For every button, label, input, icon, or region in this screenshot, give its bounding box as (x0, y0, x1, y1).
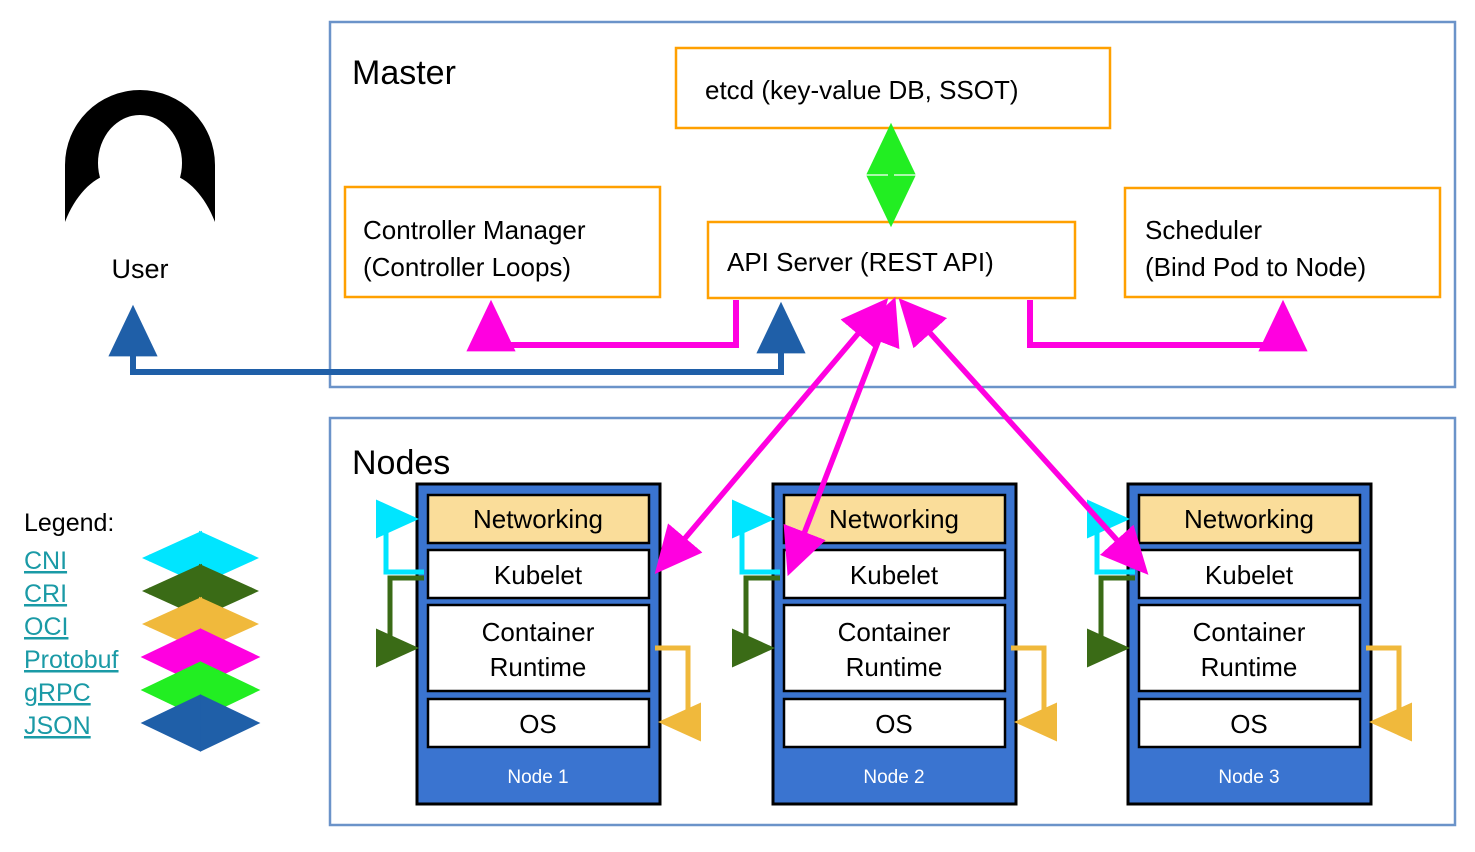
node-1[interactable]: Networking Kubelet Container Runtime OS … (415, 482, 662, 806)
node-3-os-box[interactable] (1137, 697, 1362, 749)
node-2-kubelet-label: Kubelet (850, 560, 939, 590)
node-2-container-runtime-label-line1: Container (838, 617, 951, 647)
node-2-os-box[interactable] (782, 697, 1007, 749)
legend-title: Legend: (24, 509, 114, 537)
legend-label-json[interactable]: JSON (24, 712, 91, 740)
node-3-networking-box[interactable] (1137, 493, 1362, 545)
master-group-title: Master (352, 54, 456, 92)
scheduler-label-line1: Scheduler (1145, 215, 1262, 245)
connection-cri-node-3 (1087, 575, 1135, 668)
user-avatar-icon (65, 90, 215, 222)
node-1-container-runtime-label-line1: Container (482, 617, 595, 647)
legend-label-oci[interactable]: OCI (24, 613, 68, 641)
connection-oci-node-1 (655, 645, 701, 742)
node-3[interactable]: Networking Kubelet Container Runtime OS … (1126, 482, 1373, 806)
connection-cri-node-2 (732, 575, 780, 668)
controller-manager-box[interactable] (343, 185, 662, 299)
node-3-kubelet-label: Kubelet (1205, 560, 1294, 590)
legend-label-cni[interactable]: CNI (24, 547, 67, 575)
node-2-name-label: Node 2 (863, 767, 924, 788)
node-2-container-runtime-box[interactable] (782, 603, 1007, 693)
connection-protobuf-apiserver-node-2 (783, 296, 900, 577)
etcd-label: etcd (key-value DB, SSOT) (705, 75, 1019, 105)
connection-oci-node-3 (1366, 645, 1412, 742)
node-1-networking-label: Networking (473, 504, 603, 534)
node-1-os-box[interactable] (426, 697, 651, 749)
legend-label-grpc[interactable]: gRPC (24, 679, 91, 707)
node-1-kubelet-label: Kubelet (494, 560, 583, 590)
api-server-box[interactable] (706, 220, 1077, 300)
node-2-networking-label: Networking (829, 504, 959, 534)
node-2-container-runtime-label-line2: Runtime (846, 652, 943, 682)
scheduler-label-line2: (Bind Pod to Node) (1145, 252, 1366, 282)
connection-cri-node-1 (376, 575, 424, 668)
node-3-container-runtime-label-line2: Runtime (1201, 652, 1298, 682)
etcd-box[interactable] (674, 46, 1112, 130)
user-label: User (111, 254, 168, 284)
node-1-container-runtime-box[interactable] (426, 603, 651, 693)
node-2-os-label: OS (875, 709, 913, 739)
node-1-os-label: OS (519, 709, 557, 739)
node-3-kubelet-box[interactable] (1137, 548, 1362, 600)
api-server-label: API Server (REST API) (727, 247, 994, 277)
node-1-kubelet-box[interactable] (426, 548, 651, 600)
scheduler-box[interactable] (1123, 186, 1442, 299)
node-1-networking-box[interactable] (426, 493, 651, 545)
controller-manager-label-line1: Controller Manager (363, 215, 586, 245)
node-1-container-runtime-label-line2: Runtime (490, 652, 587, 682)
node-3-name-label: Node 3 (1218, 767, 1279, 788)
node-3-container-runtime-label-line1: Container (1193, 617, 1306, 647)
node-3-container-runtime-box[interactable] (1137, 603, 1362, 693)
legend-label-protobuf[interactable]: Protobuf (24, 646, 119, 674)
connection-protobuf-apiserver-node-3 (898, 298, 1149, 575)
legend-label-cri[interactable]: CRI (24, 580, 67, 608)
node-3-os-label: OS (1230, 709, 1268, 739)
node-3-networking-label: Networking (1184, 504, 1314, 534)
node-2[interactable]: Networking Kubelet Container Runtime OS … (771, 482, 1018, 806)
controller-manager-label-line2: (Controller Loops) (363, 252, 571, 282)
node-1-name-label: Node 1 (507, 767, 568, 788)
connection-oci-node-2 (1011, 645, 1057, 742)
connection-cni-node-1 (376, 499, 424, 575)
nodes-group-title: Nodes (352, 444, 450, 482)
